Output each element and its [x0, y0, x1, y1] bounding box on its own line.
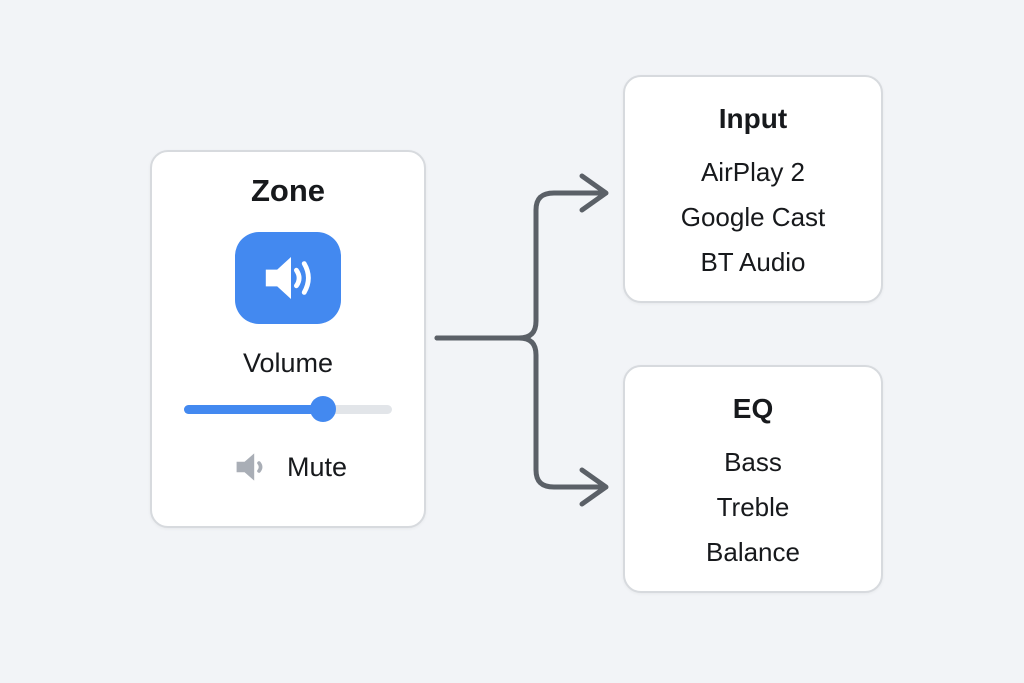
input-item-googlecast: Google Cast	[680, 202, 826, 232]
mute-label: Mute	[286, 452, 348, 482]
mute-button[interactable]: Mute	[229, 447, 347, 487]
connector-branch-bottom	[434, 335, 603, 490]
eq-item-bass: Bass	[724, 447, 782, 477]
speaker-loud-icon	[265, 257, 311, 299]
connector-group	[434, 173, 609, 507]
eq-card-title: EQ	[732, 393, 774, 424]
eq-card: EQ Bass Treble Balance	[623, 365, 883, 593]
arrowhead-bottom-icon	[579, 467, 609, 507]
input-card-title: Input	[718, 103, 788, 134]
volume-slider-fill	[184, 405, 324, 414]
input-item-airplay: AirPlay 2	[700, 157, 806, 187]
connector-branch-top	[434, 190, 603, 341]
volume-slider[interactable]	[184, 396, 392, 422]
eq-item-treble: Treble	[716, 492, 790, 522]
arrowhead-top-icon	[579, 173, 609, 213]
speaker-low-icon	[236, 453, 263, 481]
eq-items: Bass Treble Balance	[706, 440, 800, 575]
zone-card-title: Zone	[250, 173, 326, 208]
input-items: AirPlay 2 Google Cast BT Audio	[681, 150, 826, 285]
volume-icon-button[interactable]	[235, 232, 341, 324]
input-card: Input AirPlay 2 Google Cast BT Audio	[623, 75, 883, 303]
volume-slider-thumb[interactable]	[310, 396, 337, 422]
input-item-btaudio: BT Audio	[700, 247, 806, 277]
zone-card: Zone Volume Mute	[150, 150, 426, 528]
volume-label: Volume	[242, 348, 334, 378]
eq-item-balance: Balance	[706, 537, 800, 567]
